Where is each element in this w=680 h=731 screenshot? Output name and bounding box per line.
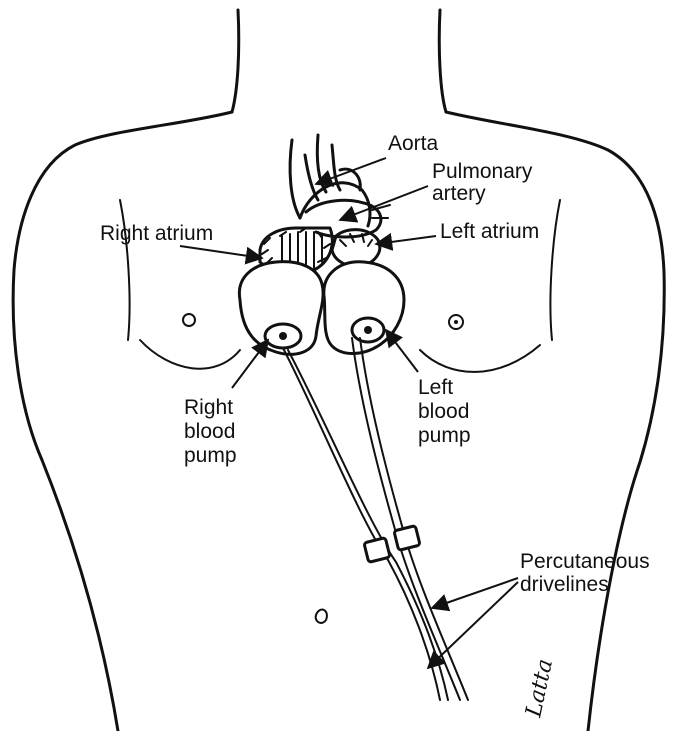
label-right-pump-line1: Right [184,396,233,419]
right-driveline-connector [364,538,390,563]
pulmonary-artery-leader [340,186,428,220]
right-pump-leader [232,340,268,388]
drivelines-leader-lower [428,582,518,668]
aorta-leader [316,158,386,184]
heart-assembly [239,135,404,354]
right-driveline [283,348,440,700]
label-pulmonary-artery-line1: Pulmonary [432,160,533,183]
label-drivelines-line2: drivelines [520,573,609,596]
aorta-vessel [290,140,300,218]
label-right-pump-line3: pump [184,444,237,467]
right-nipple [183,314,195,326]
torso-outline [13,10,664,731]
label-drivelines-line1: Percutaneous [520,550,650,573]
artist-signature: Latta [521,657,558,720]
navel [316,610,327,623]
label-left-atrium: Left atrium [440,220,539,243]
label-aorta: Aorta [388,132,439,155]
label-left-pump-line2: blood [418,400,469,423]
right-atrium-leader [180,246,262,258]
label-left-pump-line1: Left [418,376,453,399]
label-right-pump-line2: blood [184,420,235,443]
left-atrium-leader [376,236,436,244]
left-pump-leader [386,330,418,372]
left-driveline-connector [394,526,420,551]
label-pulmonary-artery-line2: artery [432,182,486,205]
label-left-pump-line3: pump [418,424,471,447]
label-right-atrium: Right atrium [100,222,213,245]
